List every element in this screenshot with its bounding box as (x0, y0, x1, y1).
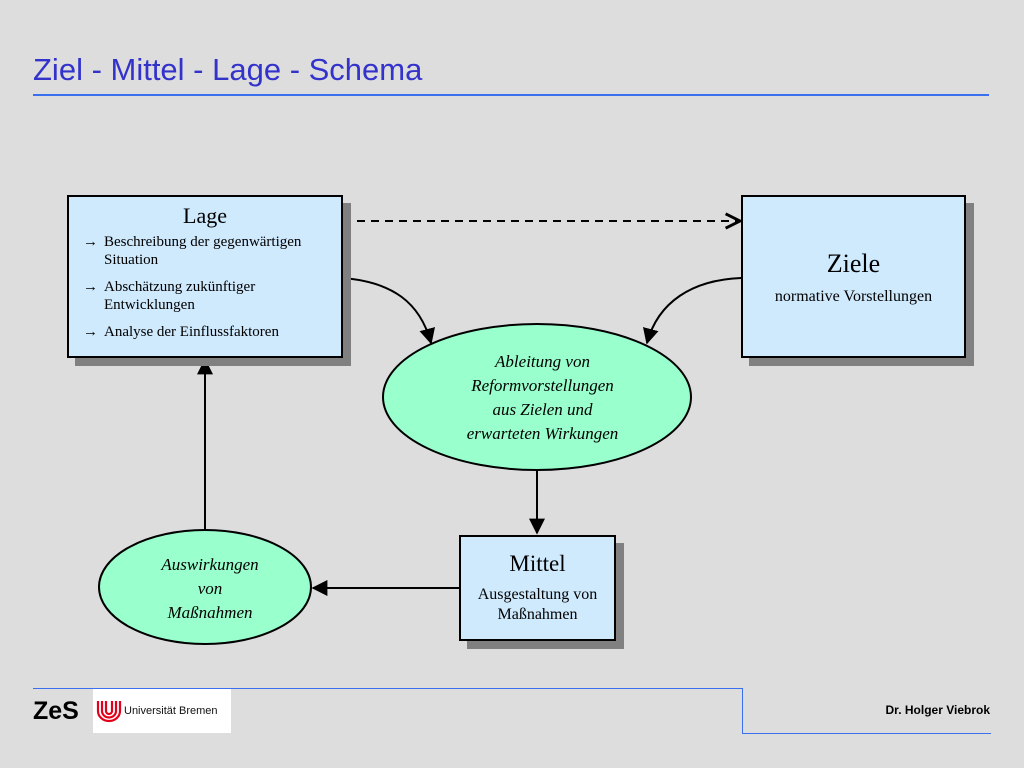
lage-title: Lage (183, 203, 227, 228)
zes-logo: ZeS (33, 697, 79, 725)
auswirkungen-line: Maßnahmen (167, 603, 253, 622)
mittel-box: Mittel Ausgestaltung von Maßnahmen (459, 535, 616, 641)
footer-divider (33, 688, 742, 689)
mittel-title: Mittel (509, 551, 566, 576)
ziele-box: Ziele normative Vorstellungen (741, 195, 966, 358)
ableitung-line: Reformvorstellungen (471, 376, 614, 395)
author-name: Dr. Holger Viebrok (885, 703, 990, 717)
ableitung-line: Ableitung von (495, 352, 590, 371)
ziele-subtitle: normative Vorstellungen (774, 288, 933, 305)
lage-box: Lage →Beschreibung der gegenwärtigen Sit… (67, 195, 343, 358)
uni-bremen-logo-icon (96, 701, 122, 723)
list-item: →Analyse der Einflussfaktoren (83, 324, 279, 340)
title-divider (33, 94, 989, 96)
footer-divider-right (742, 733, 991, 734)
ableitung-line: erwarteten Wirkungen (466, 424, 619, 443)
ableitung-line: aus Zielen und (492, 400, 593, 419)
auswirkungen-text: Auswirkungen von Maßnahmen (120, 553, 300, 625)
ziele-to-ableitung-arrow (643, 277, 742, 345)
right-arrow-icon: → (83, 324, 98, 340)
mittel-line: Maßnahmen (497, 606, 578, 623)
ableitung-text: Ableitung von Reformvorstellungen aus Zi… (400, 350, 685, 446)
right-arrow-icon: → (83, 279, 98, 295)
lage-to-ableitung-arrow (342, 277, 435, 345)
auswirkungen-line: Auswirkungen (161, 555, 259, 574)
ziele-title: Ziele (826, 249, 881, 278)
right-arrow-icon: → (83, 234, 98, 250)
list-item: →Abschätzung zukünftiger Entwicklungen (83, 279, 256, 313)
university-logo: Universität Bremen (93, 689, 231, 733)
slide-title: Ziel - Mittel - Lage - Schema (33, 52, 423, 87)
list-item: →Beschreibung der gegenwärtigen Situatio… (83, 234, 302, 268)
university-name: Universität Bremen (124, 705, 218, 717)
auswirkungen-line: von (197, 579, 223, 598)
mittel-subtitle: Ausgestaltung von Maßnahmen (461, 585, 614, 625)
ableitung-ellipse (382, 323, 692, 471)
lage-list: →Beschreibung der gegenwärtigen Situatio… (69, 233, 341, 341)
mittel-line: Ausgestaltung von (477, 586, 598, 603)
footer-divider-vertical (742, 688, 743, 733)
